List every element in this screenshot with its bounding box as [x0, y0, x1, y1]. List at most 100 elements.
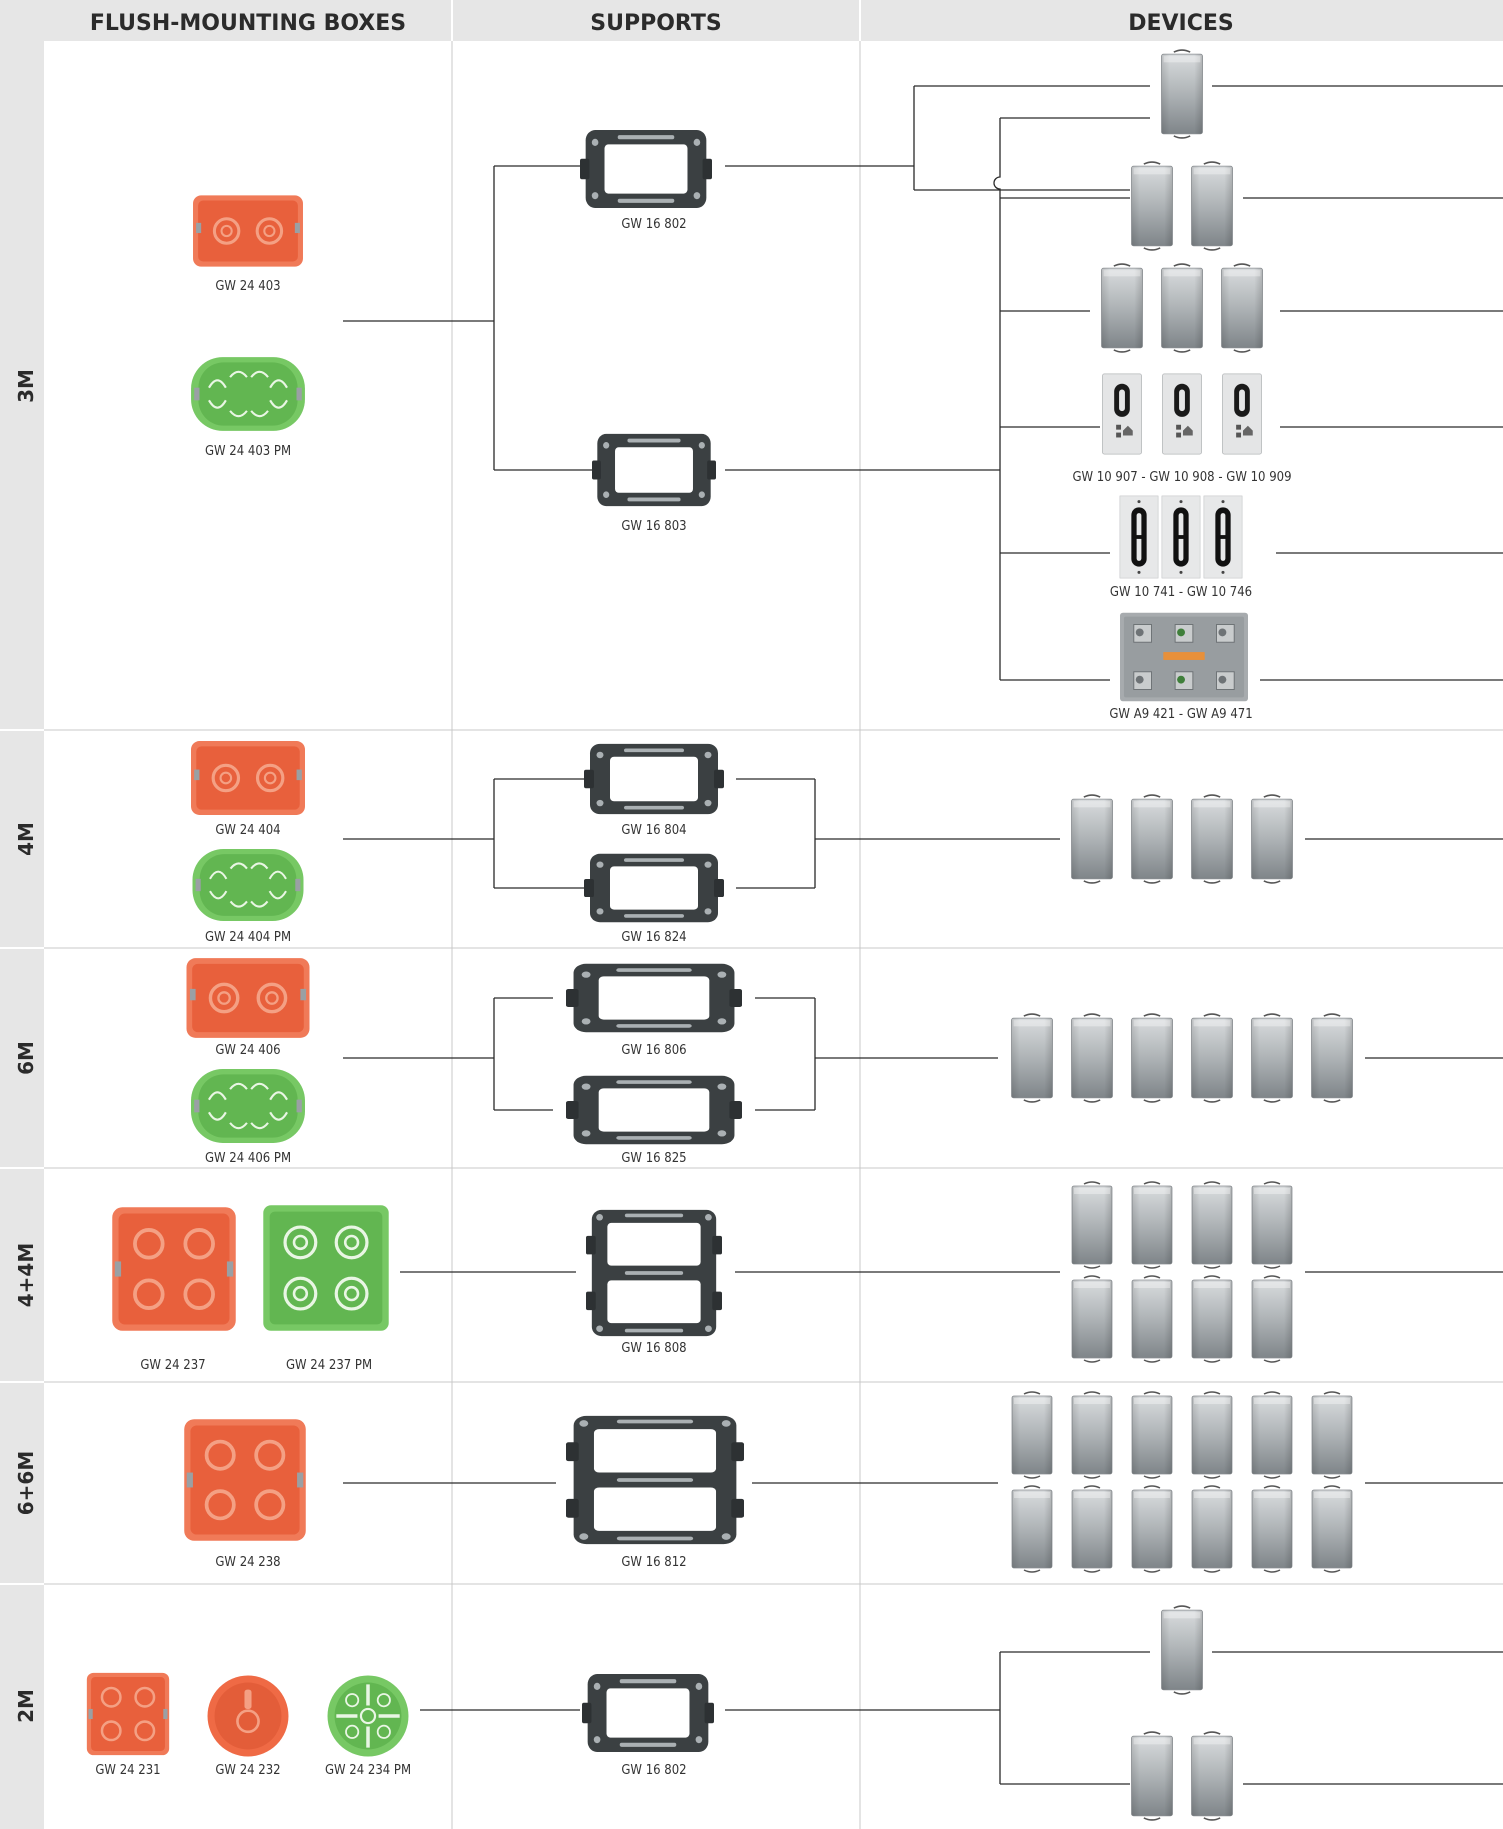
support-code: GW 16 804: [621, 823, 686, 838]
box-code: GW 24 403 PM: [205, 444, 291, 459]
device-switch-image: [1191, 1485, 1233, 1573]
box-gw-24-403-image: [191, 193, 305, 269]
device-terminal-image: [1203, 495, 1243, 579]
device-terminal-image: [1161, 495, 1201, 579]
device-switch-image: [1251, 1181, 1293, 1269]
row-label-2m: 2M: [14, 1689, 38, 1723]
device-switch-image: [1250, 794, 1294, 884]
connector: [343, 778, 1503, 889]
device-switch-image: [1310, 1013, 1354, 1103]
box-gw-24-234-pm-image: [325, 1673, 411, 1759]
device-terminal-image: [1119, 495, 1159, 579]
device-switch-image: [1070, 1013, 1114, 1103]
device-code: GW 10 741 - GW 10 746: [1110, 585, 1252, 600]
device-switch-image: [1160, 263, 1204, 353]
device-module-image: [1119, 612, 1249, 702]
device-switch-image: [1251, 1275, 1293, 1363]
box-code: GW 24 406 PM: [205, 1151, 291, 1166]
row-label-6m: 6M: [14, 1041, 38, 1075]
support-gw-16-803-image: [592, 433, 716, 507]
device-switch-image: [1250, 1013, 1294, 1103]
device-switch-image: [1011, 1485, 1053, 1573]
device-switch-image: [1190, 161, 1234, 251]
support-code: GW 16 812: [621, 1555, 686, 1570]
box-code: GW 24 403: [215, 279, 280, 294]
device-switch-image: [1160, 49, 1204, 139]
support-gw-16-804-image: [584, 743, 724, 815]
device-switch-image: [1130, 1013, 1174, 1103]
support-code: GW 16 802: [621, 1763, 686, 1778]
device-socket-image: [1101, 373, 1143, 455]
box-code: GW 24 237: [140, 1358, 205, 1373]
row-label-6-6m: 6+6M: [14, 1451, 38, 1516]
box-gw-24-238-image: [184, 1419, 306, 1541]
device-socket-image: [1221, 373, 1263, 455]
device-switch-image: [1190, 794, 1234, 884]
box-gw-24-237-pm-image: [261, 1203, 391, 1333]
device-switch-image: [1191, 1181, 1233, 1269]
connector: [725, 117, 1150, 681]
support-code: GW 16 824: [621, 930, 686, 945]
support-gw-16-812-image: [566, 1415, 744, 1545]
device-socket-image: [1161, 373, 1203, 455]
device-switch-image: [1251, 1485, 1293, 1573]
row-label-3m: 3M: [14, 369, 38, 403]
device-switch-image: [1071, 1391, 1113, 1479]
support-gw-16-808-image: [586, 1209, 722, 1337]
box-code: GW 24 232: [215, 1763, 280, 1778]
device-switch-image: [1131, 1391, 1173, 1479]
device-switch-image: [1251, 1391, 1293, 1479]
support-gw-16-802-image: [580, 130, 712, 208]
box-gw-24-403-pm-image: [189, 356, 307, 432]
box-gw-24-232-image: [206, 1674, 290, 1758]
device-switch-image: [1071, 1275, 1113, 1363]
connector: [1212, 85, 1503, 681]
device-switch-image: [1071, 1485, 1113, 1573]
support-code: GW 16 802: [621, 217, 686, 232]
device-switch-image: [1160, 1605, 1204, 1695]
box-gw-24-237-image: [110, 1205, 238, 1333]
support-code: GW 16 803: [621, 519, 686, 534]
device-switch-image: [1191, 1275, 1233, 1363]
device-switch-image: [1070, 794, 1114, 884]
box-gw-24-404-pm-image: [191, 847, 305, 923]
device-switch-image: [1191, 1391, 1233, 1479]
support-gw-16-806-image: [566, 963, 742, 1033]
device-switch-image: [1131, 1485, 1173, 1573]
device-switch-image: [1131, 1275, 1173, 1363]
box-code: GW 24 231: [95, 1763, 160, 1778]
box-gw-24-231-image: [85, 1671, 171, 1757]
device-switch-image: [1130, 794, 1174, 884]
box-gw-24-406-image: [187, 958, 310, 1038]
header-band: [0, 0, 1503, 41]
connector: [725, 85, 1150, 191]
box-code: GW 24 404: [215, 823, 280, 838]
connector: [343, 165, 592, 471]
box-code: GW 24 406: [215, 1043, 280, 1058]
row-label-4m: 4M: [14, 822, 38, 856]
device-switch-image: [1311, 1485, 1353, 1573]
device-switch-image: [1100, 263, 1144, 353]
support-code: GW 16 806: [621, 1043, 686, 1058]
device-switch-image: [1190, 1731, 1234, 1821]
device-switch-image: [1220, 263, 1264, 353]
device-switch-image: [1311, 1391, 1353, 1479]
box-code: GW 24 237 PM: [286, 1358, 372, 1373]
device-code: GW A9 421 - GW A9 471: [1109, 707, 1252, 722]
support-code: GW 16 808: [621, 1341, 686, 1356]
box-gw-24-404-image: [189, 739, 307, 817]
box-code: GW 24 238: [215, 1555, 280, 1570]
device-switch-image: [1130, 161, 1174, 251]
device-switch-image: [1190, 1013, 1234, 1103]
connector: [420, 1651, 1503, 1785]
box-code: GW 24 404 PM: [205, 930, 291, 945]
header-boxes: FLUSH-MOUNTING BOXES: [90, 11, 406, 36]
box-code: GW 24 234 PM: [325, 1763, 411, 1778]
device-switch-image: [1071, 1181, 1113, 1269]
support-code: GW 16 825: [621, 1151, 686, 1166]
header-devices: DEVICES: [1128, 11, 1234, 36]
support-gw-16-825-image: [566, 1075, 742, 1145]
device-switch-image: [1131, 1181, 1173, 1269]
